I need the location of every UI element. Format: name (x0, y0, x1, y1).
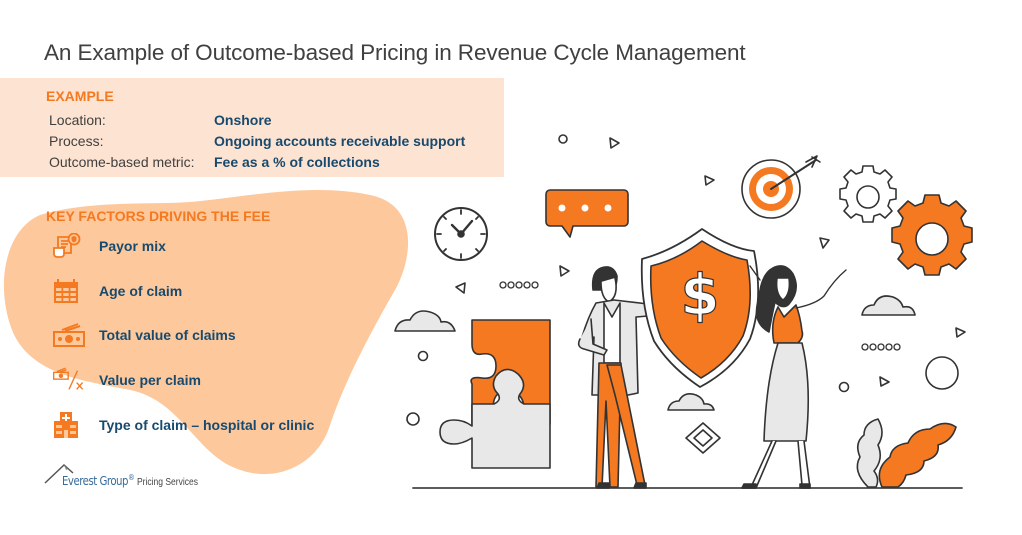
payor-document-shield-icon (52, 232, 86, 260)
cloud-icon (667, 393, 715, 411)
triangle-decoration (704, 175, 715, 186)
calendar-icon (52, 277, 86, 305)
dots-row-left (499, 281, 539, 289)
plant-icon (856, 418, 957, 488)
factor-total-value: Total value of claims (52, 320, 236, 350)
factor-type-of-claim: Type of claim – hospital or clinic (52, 410, 314, 440)
example-label: Location: (49, 112, 106, 128)
example-value: Onshore (214, 112, 272, 128)
example-value: Ongoing accounts receivable support (214, 133, 466, 149)
woman-figure (741, 265, 847, 489)
factor-label: Total value of claims (99, 327, 236, 343)
page-title: An Example of Outcome-based Pricing in R… (44, 40, 746, 65)
circle-decoration (558, 134, 568, 144)
logo-text: Everest Group® Pricing Services (62, 473, 198, 488)
triangle-decoration (819, 237, 830, 249)
factor-label: Age of claim (99, 283, 183, 299)
key-factors-heading: KEY FACTORS DRIVING THE FEE (46, 208, 271, 224)
circle-decoration (406, 412, 420, 426)
brand-name: Everest Group (62, 474, 128, 488)
money-divided-by-x-icon (52, 366, 86, 394)
example-row-location: Location: Onshore (49, 112, 272, 128)
target-icon (741, 155, 821, 219)
triangle-decoration (955, 327, 966, 338)
triangle-decoration (879, 376, 890, 387)
circle-decoration (925, 356, 959, 390)
factor-age-of-claim: Age of claim (52, 276, 182, 306)
example-heading: EXAMPLE (46, 88, 114, 104)
triangle-decoration (609, 137, 620, 149)
example-row-metric: Outcome-based metric: Fee as a % of colle… (49, 154, 380, 170)
man-figure (577, 266, 649, 489)
diamond-icon (685, 422, 721, 454)
example-label: Process: (49, 133, 104, 149)
cloud-icon (861, 295, 916, 316)
money-stack-icon (52, 321, 86, 349)
clock-icon (434, 207, 488, 261)
gear-icon-orange (891, 194, 973, 276)
circle-decoration (417, 350, 429, 362)
shield-icon: $ (640, 228, 760, 388)
triangle-decoration (559, 265, 570, 277)
mountain-icon (44, 463, 74, 484)
example-panel (0, 78, 504, 177)
factor-label: Value per claim (99, 372, 201, 388)
example-label: Outcome-based metric: (49, 154, 195, 170)
factor-label: Type of claim – hospital or clinic (99, 417, 315, 433)
example-row-process: Process: Ongoing accounts receivable supp… (49, 133, 465, 149)
cloud-icon (394, 310, 456, 332)
gear-icon (839, 165, 897, 223)
circle-decoration (838, 381, 850, 393)
factor-payor-mix: Payor mix (52, 231, 166, 261)
factor-value-per-claim: Value per claim (52, 365, 201, 395)
factor-label: Payor mix (99, 238, 166, 254)
dots-row-right (861, 343, 901, 351)
chat-bubble-icon (545, 189, 629, 238)
hospital-icon (52, 411, 86, 439)
example-value: Fee as a % of collections (214, 154, 380, 170)
dollar-sign: $ (681, 263, 720, 328)
puzzle-icon (439, 319, 551, 469)
brand-sub: Pricing Services (137, 477, 198, 488)
registered-mark: ® (127, 473, 135, 482)
triangle-decoration (455, 282, 466, 294)
